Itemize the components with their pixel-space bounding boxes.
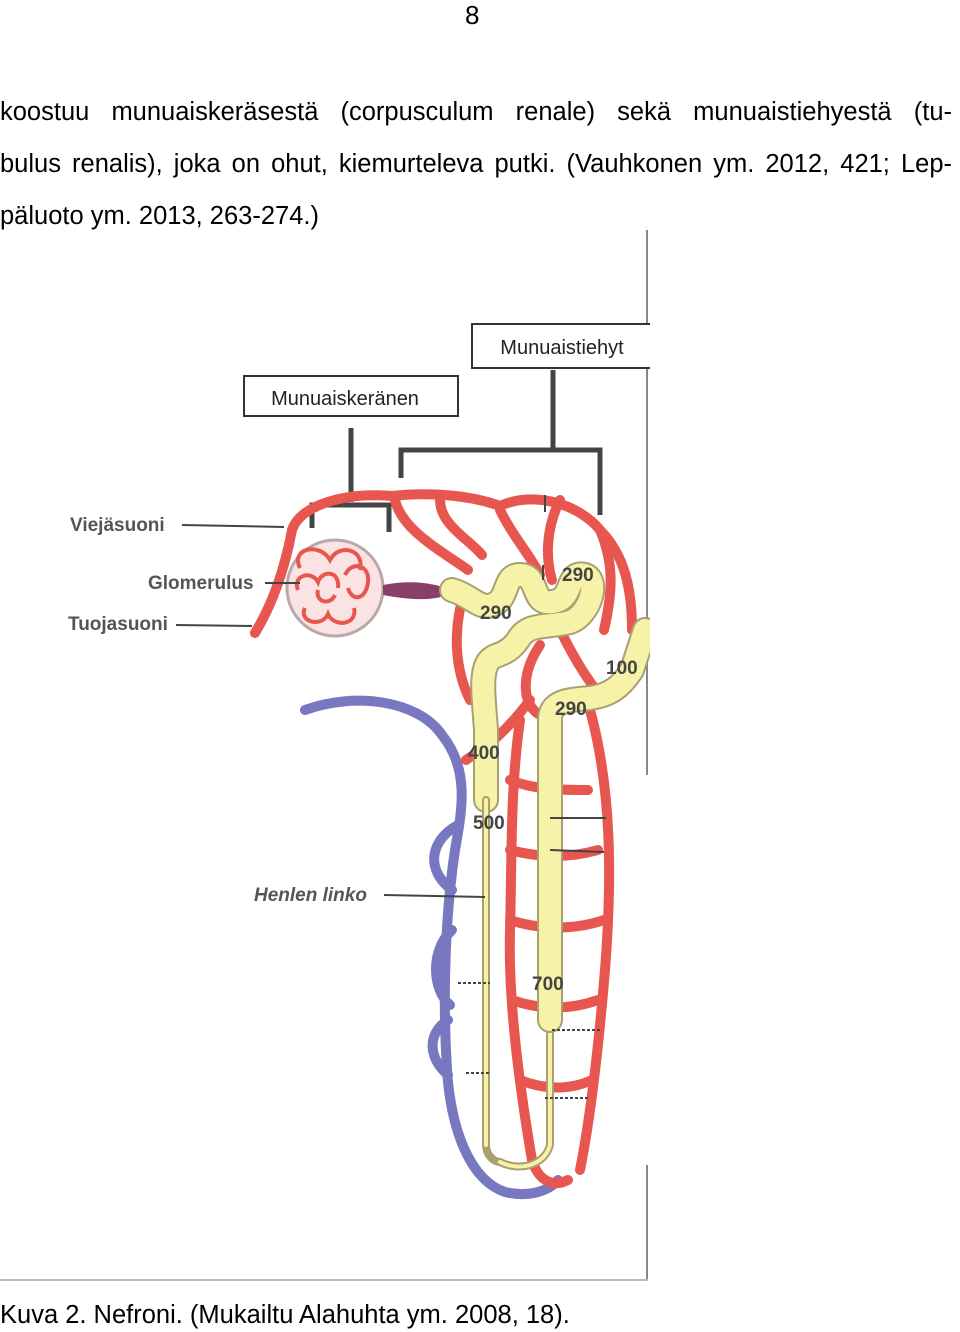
nephron-tubule	[439, 561, 658, 1171]
glomerulus-label: Glomerulus	[148, 573, 254, 594]
loop-label: Henlen linko	[254, 885, 367, 906]
pointer-line	[175, 624, 253, 627]
tubule-bracket	[398, 370, 603, 515]
osmolarity-value: 500	[473, 813, 505, 834]
marker-lines	[458, 495, 606, 1099]
tubule-label-box: Munuaistiehyt	[471, 323, 653, 369]
pointer-line	[383, 894, 486, 898]
afferent-label: Tuojasuoni	[68, 614, 168, 635]
glomerulus-group	[285, 538, 452, 638]
osmolarity-value: 700	[532, 974, 564, 995]
osmolarity-value: 290	[480, 603, 512, 624]
page-number: 8	[465, 0, 480, 30]
corpuscle-label: Munuaiskeränen	[271, 388, 419, 410]
corpuscle-bracket	[309, 428, 392, 532]
vein-network	[300, 695, 563, 1200]
body-paragraph: koostuu munuaiskeräsestä (corpusculum re…	[0, 86, 960, 242]
osmolarity-value: 400	[468, 743, 500, 764]
osmolarity-value: 290	[555, 699, 587, 720]
paragraph-line: bulus renalis), joka on ohut, kiemurtele…	[0, 150, 952, 178]
nephron-diagram: Munuaistiehyt Munuaiskeränen	[0, 230, 658, 1281]
osmolarity-value: 290	[562, 565, 594, 586]
paragraph-line: päluoto ym. 2013, 263-274.)	[0, 202, 319, 230]
figure-caption: Kuva 2. Nefroni. (Mukailtu Alahuhta ym. …	[0, 1301, 570, 1329]
paragraph-line: koostuu munuaiskeräsestä (corpusculum re…	[0, 98, 952, 126]
corpuscle-label-box: Munuaiskeränen	[243, 375, 459, 417]
osmolarity-values: 290 290 100 290 400 500 700	[468, 565, 638, 995]
efferent-label: Viejäsuoni	[70, 515, 165, 536]
nephron-figure: Munuaistiehyt Munuaiskeränen	[0, 230, 658, 1282]
osmolarity-value: 100	[606, 658, 638, 679]
tubule-label: Munuaistiehyt	[500, 337, 624, 359]
pointer-line	[181, 524, 285, 528]
side-labels: Viejäsuoni Glomerulus Tuojasuoni Henlen …	[68, 515, 486, 906]
